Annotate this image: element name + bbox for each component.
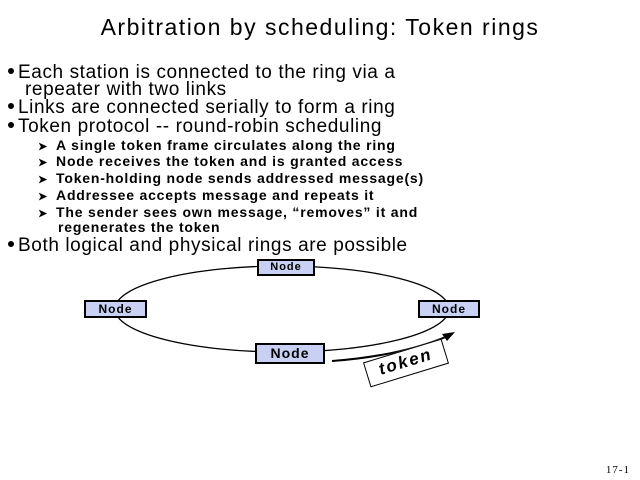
bullet-1-cont: repeater with two links [25,79,227,100]
bullet-icon [8,241,14,247]
sub-bullet-5-cont: regenerates the token [58,219,221,235]
arrowhead-bullet-icon: ➤ [38,191,49,203]
sub-bullet-text: A single token frame circulates along th… [56,137,396,153]
sub-bullet-4: ➤ Addressee accepts message and repeats i… [38,187,374,205]
sub-bullet-2: ➤ Node receives the token and is granted … [38,153,403,171]
arrowhead-icon [442,332,455,341]
slide-title: Arbitration by scheduling: Token rings [100,14,540,40]
page-number: 17-1 [605,464,630,476]
arrowhead-bullet-icon: ➤ [38,157,49,169]
bullet-icon [8,68,14,74]
node-top: Node [257,259,315,276]
bullet-text: Links are connected serially to form a r… [18,97,396,118]
arrowhead-bullet-icon: ➤ [38,208,49,220]
arrowhead-bullet-icon: ➤ [38,141,49,153]
sub-bullet-text: Addressee accepts message and repeats it [56,187,375,203]
bullet-2: Links are connected serially to form a r… [8,97,396,118]
bullet-icon [8,122,14,128]
arrowhead-bullet-icon: ➤ [38,174,49,186]
bullet-text: Token protocol -- round-robin scheduling [18,116,383,137]
bullet-icon [8,103,14,109]
ring [114,265,450,353]
sub-bullet-text: The sender sees own message, “removes” i… [56,204,419,220]
sub-bullet-5: ➤ The sender sees own message, “removes” … [38,204,418,222]
sub-bullet-3: ➤ Token-holding node sends addressed mess… [38,170,424,188]
bullet-4: Both logical and physical rings are poss… [8,235,408,256]
bullet-3: Token protocol -- round-robin scheduling [8,116,383,137]
sub-bullet-1: ➤ A single token frame circulates along t… [38,137,396,155]
bullet-text: Both logical and physical rings are poss… [18,235,408,256]
node-bottom: Node [255,343,325,364]
sub-bullet-text: Token-holding node sends addressed messa… [56,170,424,186]
node-right: Node [418,300,480,318]
bullet-1: Each station is connected to the ring vi… [8,62,396,83]
bullet-text: Each station is connected to the ring vi… [18,62,396,83]
sub-bullet-text: Node receives the token and is granted a… [56,153,404,169]
node-left: Node [84,300,147,318]
